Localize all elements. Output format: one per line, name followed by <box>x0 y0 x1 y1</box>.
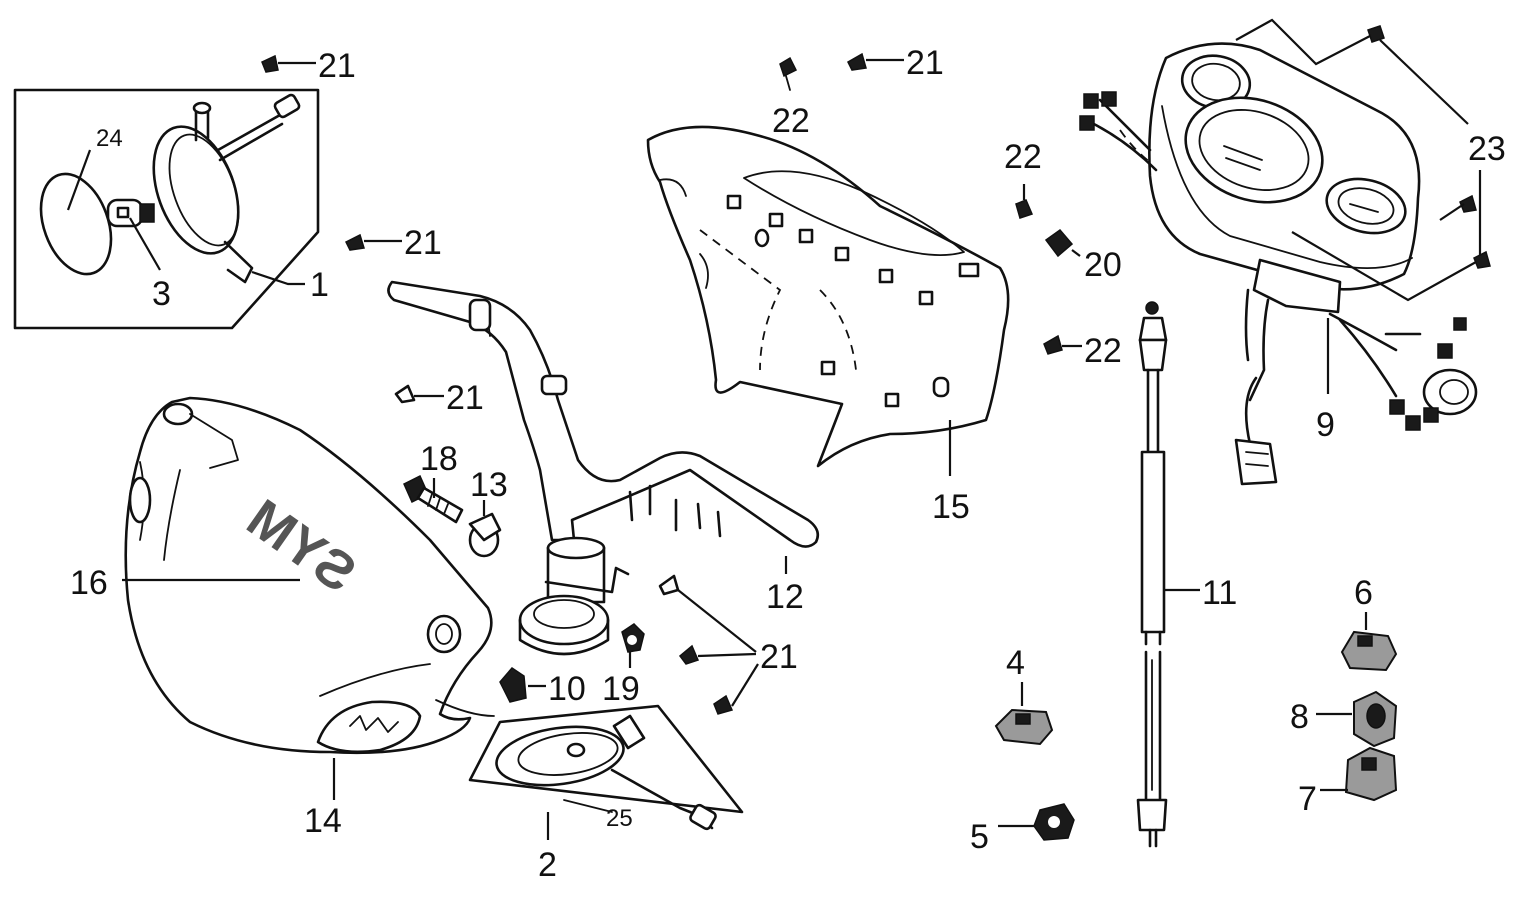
callout-22-c: 22 <box>1084 332 1122 370</box>
callout-11: 11 <box>1202 574 1237 612</box>
clamp-4 <box>994 682 1054 746</box>
screws-21-lower-group <box>658 574 759 715</box>
bolt-18 <box>403 474 464 524</box>
callout-7: 7 <box>1298 780 1317 818</box>
callout-20: 20 <box>1084 246 1122 284</box>
screw-21-mid-left <box>344 233 402 251</box>
clamp-6 <box>1340 612 1398 672</box>
clamp-8 <box>1316 690 1398 748</box>
screw-22-right-upper <box>1015 184 1034 219</box>
screw-22-top <box>779 56 798 91</box>
callout-15: 15 <box>932 488 970 526</box>
callout-21-b: 21 <box>404 224 442 262</box>
grommet-20 <box>1044 228 1081 258</box>
callout-10: 10 <box>548 670 586 708</box>
callout-19: 19 <box>602 670 640 708</box>
lens-24 <box>39 172 113 276</box>
callout-5: 5 <box>970 818 989 856</box>
callout-18: 18 <box>420 440 458 478</box>
callout-14: 14 <box>304 802 342 840</box>
callout-24: 24 <box>96 125 123 152</box>
nut-19 <box>621 623 645 668</box>
cover-mounting-tabs <box>726 194 980 408</box>
callout-13: 13 <box>470 466 508 504</box>
connector-cluster-right <box>1389 317 1478 431</box>
meter-assembly-9 <box>1079 18 1491 486</box>
screw-22-right-lower <box>1043 334 1082 355</box>
callout-21-a: 21 <box>318 47 356 85</box>
callout-23: 23 <box>1468 130 1506 168</box>
callout-6: 6 <box>1354 574 1373 612</box>
callout-21-d: 21 <box>760 638 798 676</box>
nut-5 <box>998 803 1075 841</box>
callout-12: 12 <box>766 578 804 616</box>
screw-21-top-middle <box>847 52 904 71</box>
callout-22-b: 22 <box>1004 138 1042 176</box>
clamp-7 <box>1320 746 1398 802</box>
collar-13 <box>468 500 502 558</box>
callout-21-c: 21 <box>446 379 484 417</box>
handlebar-cover-15 <box>646 125 1010 476</box>
callout-4: 4 <box>1006 644 1025 682</box>
turn-signal-housing <box>152 93 301 284</box>
inset-box-frame-rear <box>468 704 744 814</box>
callout-9: 9 <box>1316 406 1335 444</box>
callout-21-e: 21 <box>906 44 944 82</box>
callout-8: 8 <box>1290 698 1309 736</box>
speedometer-cable-11 <box>1136 301 1200 848</box>
callout-2: 2 <box>538 846 557 884</box>
turn-signal-inset-rear <box>468 704 744 840</box>
turn-signal-inset-front <box>13 88 320 330</box>
handlebar-12 <box>387 280 820 656</box>
callout-22-a: 22 <box>772 102 810 140</box>
clip-10 <box>499 667 546 703</box>
connector-cluster-left <box>1079 91 1151 163</box>
front-cover-16 <box>122 396 495 800</box>
screw-21-top-left <box>261 54 316 73</box>
bulb-3 <box>106 198 155 228</box>
screw-21-handlebar <box>394 384 444 404</box>
callout-16: 16 <box>70 564 108 602</box>
callout-25: 25 <box>606 805 633 832</box>
callout-3: 3 <box>152 275 171 313</box>
callout-1: 1 <box>310 266 329 304</box>
connector-bottom-left <box>1234 438 1278 486</box>
